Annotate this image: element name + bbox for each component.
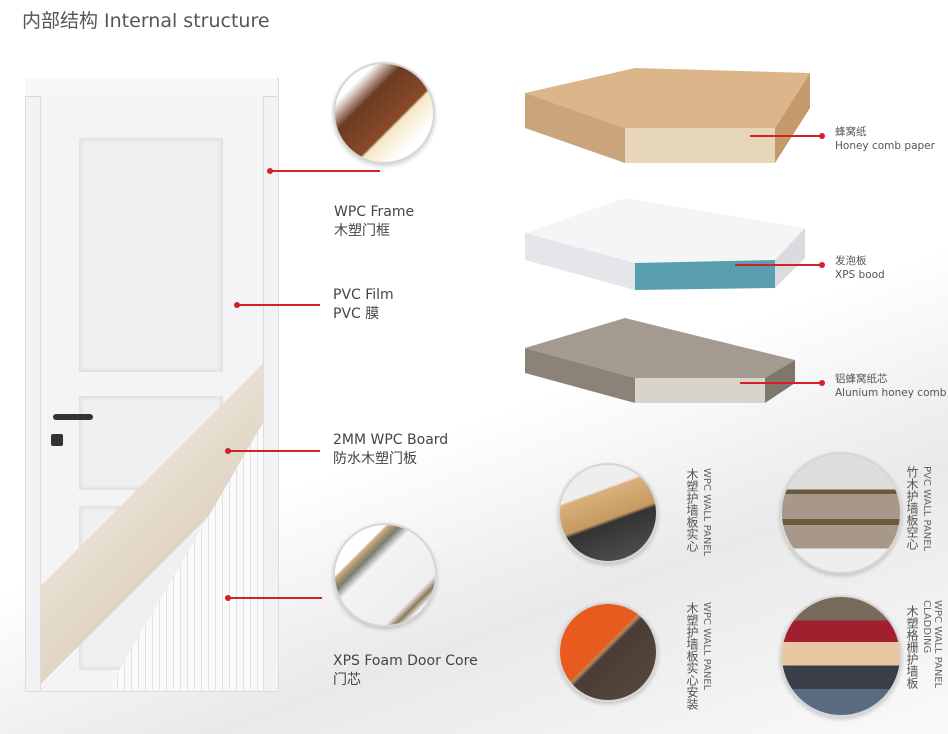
xps-board-slab-image	[525, 198, 805, 290]
callout-line	[270, 170, 380, 172]
wpc-frame-circle-image	[333, 62, 435, 164]
wpc-wall-panel-install-image	[558, 602, 658, 702]
xps-core-circle-image	[333, 523, 437, 627]
honeycomb-paper-slab-image	[525, 68, 810, 163]
panel-1-en: WPC WALL PANEL	[701, 468, 712, 557]
callout-dot	[267, 168, 273, 174]
callout-dot	[819, 380, 825, 386]
pvc-wall-panel-hollow-image	[780, 452, 902, 574]
callout-dot	[234, 302, 240, 308]
door-frame-top	[25, 78, 277, 97]
panel-1-cn: 木塑护墙板实心	[685, 468, 699, 552]
callout-line	[228, 450, 320, 452]
panel-2-cn: 竹木护墙板空心	[905, 466, 919, 550]
panel-2-en: PVC WALL PANEL	[921, 466, 932, 552]
wpc-wall-panel-solid-image	[558, 463, 658, 563]
callout-dot	[819, 133, 825, 139]
callout-dot	[225, 595, 231, 601]
panel-3-en: WPC WALL PANEL	[701, 602, 712, 691]
callout-line	[228, 597, 322, 599]
callout-line	[750, 135, 822, 137]
door-image	[40, 96, 264, 690]
panel-3-cn: 木塑护墙板实心安装	[685, 602, 699, 710]
aluminium-honeycomb-slab-image	[525, 318, 795, 403]
door-handle-icon	[53, 414, 93, 420]
panel-4-en: WPC WALL PANEL CLADDING	[921, 600, 943, 689]
callout-line	[735, 264, 822, 266]
panel-4-cn: 木塑格栅护墙板	[905, 605, 919, 689]
door-lock-icon	[51, 434, 63, 446]
wpc-wall-panel-cladding-image	[780, 595, 902, 717]
callout-dot	[819, 262, 825, 268]
callout-line	[740, 382, 822, 384]
callout-dot	[225, 448, 231, 454]
callout-line	[237, 304, 320, 306]
page-title: 内部结构 Internal structure	[22, 10, 270, 32]
